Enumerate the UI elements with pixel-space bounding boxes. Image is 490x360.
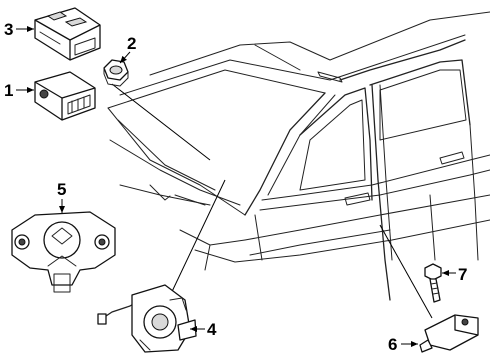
part-3-control-module: [34, 7, 101, 61]
callout-1-label: 1: [4, 81, 13, 100]
vehicle-outline: [107, 11, 490, 301]
callout-6-label: 6: [388, 335, 397, 354]
callout-4: 4: [190, 320, 217, 339]
callout-5-label: 5: [57, 180, 66, 199]
part-5-impact-sensor: [11, 211, 116, 293]
callout-4-label: 4: [207, 320, 217, 339]
callout-3: 3: [4, 20, 34, 39]
callout-2: 2: [119, 34, 136, 64]
callout-6: 6: [388, 335, 418, 354]
leader-lines: [111, 83, 433, 319]
part-4-clockspring: [97, 284, 197, 353]
part-7-bolt: [424, 263, 442, 303]
part-6-side-sensor: [419, 314, 479, 353]
callout-5: 5: [57, 180, 66, 213]
callout-7: 7: [442, 265, 467, 284]
callout-3-label: 3: [4, 20, 13, 39]
part-1-sensor-module: [34, 71, 96, 121]
callout-2-label: 2: [127, 34, 136, 53]
callout-7-label: 7: [458, 265, 467, 284]
callout-1: 1: [4, 81, 34, 100]
part-2-nut: [103, 59, 129, 87]
